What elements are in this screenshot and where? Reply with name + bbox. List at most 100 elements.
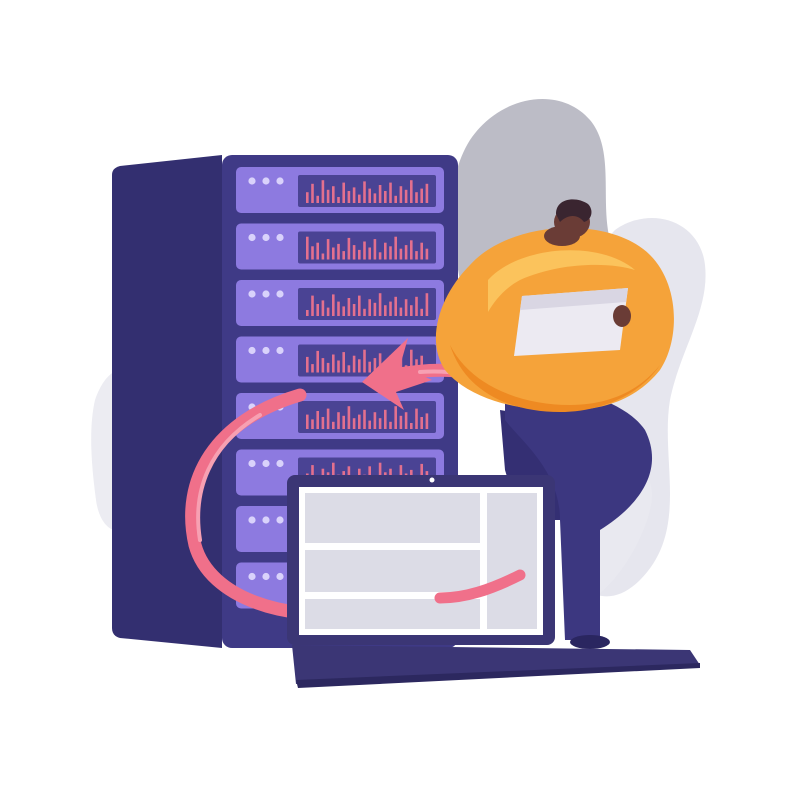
server-activity-bar	[321, 180, 325, 203]
server-activity-bar	[410, 349, 413, 373]
laptop-panel-top	[305, 493, 480, 543]
server-activity-bar	[316, 350, 319, 373]
laptop-panel-side	[487, 493, 537, 629]
server-activity-bar	[363, 241, 366, 260]
server-activity-bar	[384, 242, 387, 260]
server-activity-bar	[378, 252, 382, 260]
server-activity-bar	[321, 358, 325, 373]
server-activity-bar	[399, 186, 403, 203]
server-activity-bar	[394, 296, 397, 316]
laptop-panel-middle	[305, 550, 480, 592]
server-activity-bar	[415, 296, 418, 316]
server-led-dot	[262, 290, 270, 298]
server-led-dot	[276, 177, 284, 185]
server-led-dot	[276, 290, 284, 298]
server-activity-bar	[368, 188, 371, 203]
sync-arrow-lower-highlight	[196, 413, 262, 542]
server-activity-bar	[352, 304, 356, 316]
laptop-icon	[287, 475, 700, 688]
server-activity-bar	[352, 355, 356, 373]
person-pants	[505, 387, 653, 640]
server-activity-bar	[332, 421, 335, 429]
server-activity-bar	[311, 364, 314, 373]
server-activity-bar	[420, 417, 423, 429]
server-activity-bar	[326, 189, 330, 203]
server-activity-bar	[321, 300, 325, 316]
server-activity-bar	[420, 188, 423, 203]
server-activity-bar	[342, 182, 345, 203]
server-led-dot	[248, 572, 256, 581]
server-activity-bar	[363, 349, 366, 373]
server-activity-bar	[321, 417, 325, 429]
server-led-dot	[276, 459, 284, 468]
server-activity-bar	[337, 197, 340, 203]
server-led-dot	[248, 346, 256, 355]
server-led-dot	[262, 459, 270, 468]
server-activity-bar	[363, 409, 366, 429]
server-activity-bar	[306, 414, 309, 429]
server-activity-bar	[373, 302, 377, 316]
server-activity-bar	[420, 463, 423, 486]
server-activity-bar	[389, 182, 392, 203]
server-activity-bar	[306, 192, 309, 203]
server-activity-bar	[342, 352, 345, 373]
server-activity-bar	[378, 293, 382, 316]
server-activity-bar	[399, 353, 403, 373]
person-shoe	[570, 635, 610, 649]
server-activity-bar	[410, 240, 413, 260]
server-activity-bar	[404, 189, 408, 203]
server-activity-bar	[399, 307, 403, 316]
server-activity-bar	[399, 248, 403, 260]
server-activity-bar	[311, 295, 314, 316]
server-activity-bar	[337, 360, 340, 373]
server-activity-bar	[311, 419, 314, 429]
server-activity-bar	[337, 412, 340, 429]
server-activity-bar	[326, 362, 330, 373]
server-led-dot	[248, 516, 256, 524]
server-activity-bar	[404, 412, 408, 429]
server-activity-bar	[399, 415, 403, 429]
server-activity-bar	[384, 191, 387, 203]
server-activity-bar	[415, 192, 418, 203]
server-activity-bar	[378, 185, 382, 203]
server-activity-bar	[389, 246, 392, 260]
server-activity-bar	[311, 183, 314, 203]
server-activity-bar	[363, 181, 366, 203]
server-activity-bar	[404, 245, 408, 260]
server-activity-bar	[337, 301, 340, 316]
server-activity-bar	[373, 358, 377, 373]
server-led-dot	[276, 233, 284, 242]
laptop-base-edge	[296, 663, 700, 688]
server-activity-bar	[410, 180, 413, 203]
server-activity-bar	[420, 355, 423, 373]
person-shirt-highlight	[488, 250, 635, 312]
server-activity-bar	[389, 301, 392, 316]
server-activity-bar	[404, 299, 408, 316]
person-shirt-shadow	[450, 345, 660, 412]
server-activity-bar	[358, 249, 361, 260]
server-activity-bar	[352, 418, 356, 429]
server-activity-bar	[389, 421, 392, 429]
server-led-dot	[262, 233, 270, 242]
server-activity-bar	[410, 305, 413, 316]
server-activity-bar	[337, 243, 340, 260]
server-activity-bar	[363, 308, 366, 316]
person-hand	[613, 305, 631, 327]
server-led-dot	[248, 459, 256, 468]
server-activity-bar	[425, 183, 429, 203]
server-activity-bar	[384, 409, 387, 429]
laptop-camera	[429, 477, 435, 483]
server-activity-bar	[358, 194, 361, 203]
server-activity-bar	[306, 356, 309, 373]
server-activity-bar	[394, 406, 397, 429]
tablet-icon	[514, 288, 628, 356]
server-activity-bar	[332, 294, 335, 316]
server-activity-bar	[326, 408, 330, 429]
server-activity-bar	[378, 462, 382, 486]
server-activity-bar	[326, 239, 330, 260]
laptop-base	[292, 645, 700, 684]
server-activity-bar	[352, 187, 356, 203]
server-led-dot	[276, 572, 284, 581]
